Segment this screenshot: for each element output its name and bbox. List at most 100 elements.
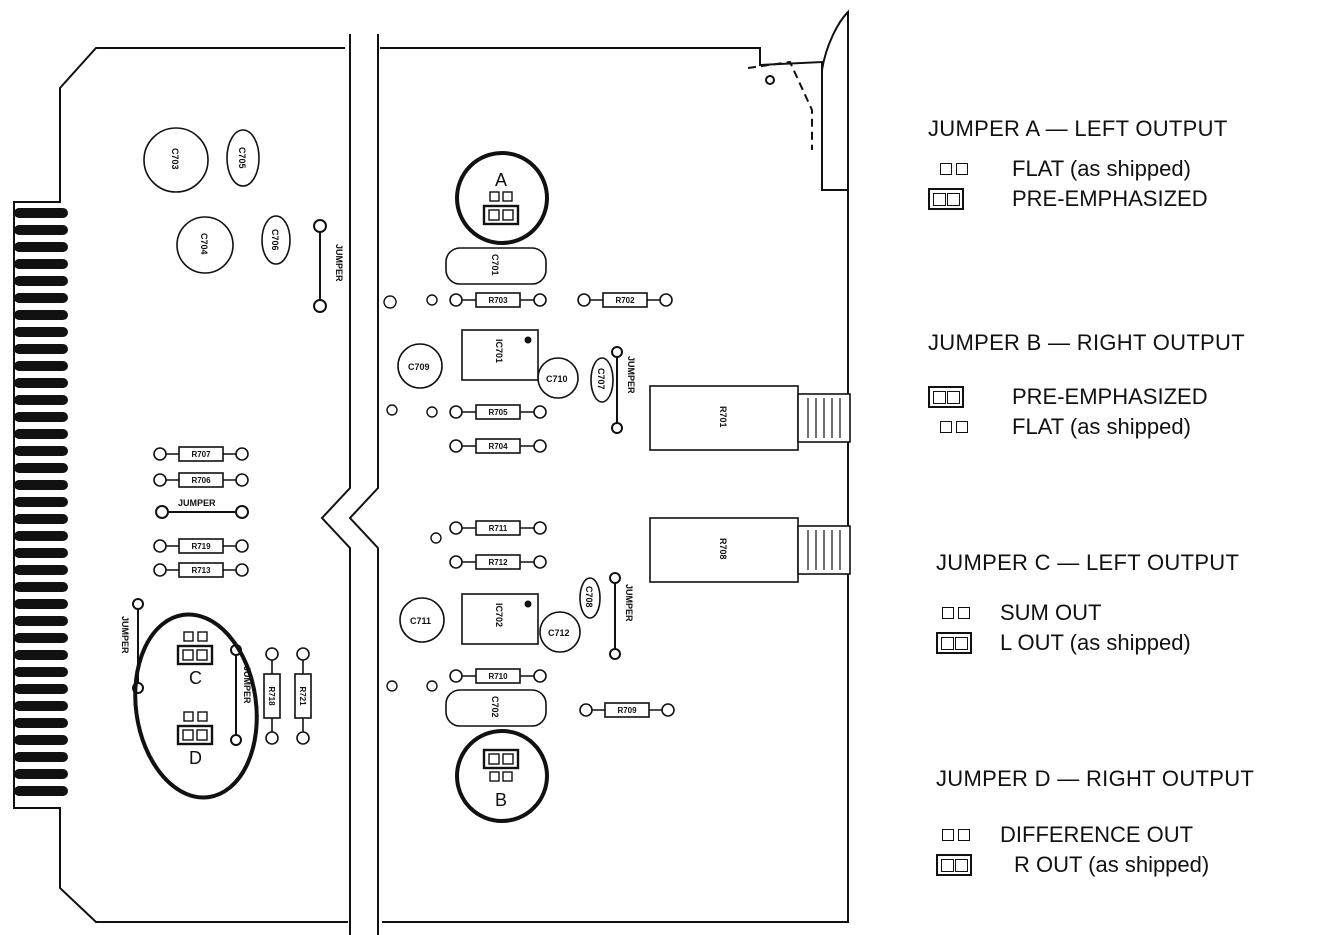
- connector-finger: [14, 242, 68, 252]
- resistor-r703: [475, 292, 521, 308]
- capacitor-c707: [590, 357, 614, 403]
- connector-finger: [14, 633, 68, 643]
- label-c702: C702: [490, 696, 500, 718]
- connector-finger: [14, 395, 68, 405]
- capacitor-c701: [445, 247, 547, 285]
- connector-finger: [14, 208, 68, 218]
- label-r703: R703: [488, 296, 508, 305]
- connector-finger: [14, 599, 68, 609]
- resistor-pad: [153, 473, 167, 487]
- resistor-r721: [294, 673, 312, 719]
- resistor-pad: [533, 669, 547, 683]
- connector-finger: [14, 616, 68, 626]
- connector-finger: [14, 701, 68, 711]
- label-r712: R712: [488, 558, 508, 567]
- resistor-pad: [235, 447, 249, 461]
- jumper-closed-symbol: [928, 386, 964, 408]
- connector-finger: [14, 735, 68, 745]
- resistor-pad: [153, 539, 167, 553]
- resistor-r719: [178, 538, 224, 554]
- legend-title: JUMPER C — LEFT OUTPUT: [936, 550, 1240, 575]
- resistor-r709: [604, 702, 650, 718]
- legend-option: FLAT (as shipped): [928, 156, 1338, 186]
- resistor-pad: [449, 521, 463, 535]
- jumper-c-legend: JUMPER C — LEFT OUTPUT SUM OUT L OUT (as…: [936, 550, 1341, 660]
- legend-title: JUMPER A — LEFT OUTPUT: [928, 116, 1228, 141]
- legend-option-label: R OUT (as shipped): [1014, 852, 1210, 877]
- legend-option-label: SUM OUT: [1000, 600, 1102, 625]
- label-r708: R708: [718, 538, 728, 560]
- resistor-pad: [235, 539, 249, 553]
- connector-finger: [14, 480, 68, 490]
- connector-finger: [14, 378, 68, 388]
- connector-finger: [14, 514, 68, 524]
- capacitor-c708: [579, 577, 601, 619]
- resistor-r705: [475, 404, 521, 420]
- connector-finger: [14, 276, 68, 286]
- resistor-r713: [178, 562, 224, 578]
- legend-option: DIFFERENCE OUT: [936, 822, 1341, 852]
- legend-option: FLAT (as shipped): [928, 414, 1338, 444]
- legend-option: R OUT (as shipped): [936, 852, 1341, 882]
- label-r705: R705: [488, 408, 508, 417]
- board-right-outline: [380, 47, 849, 923]
- label-r701: R701: [718, 406, 728, 428]
- connector-finger: [14, 650, 68, 660]
- capacitor-c711: [399, 597, 445, 643]
- resistor-r711: [475, 520, 521, 536]
- label-c712: C712: [548, 628, 570, 638]
- resistor-pad: [579, 703, 593, 717]
- label-c710: C710: [546, 374, 568, 384]
- resistor-pad: [577, 293, 591, 307]
- capacitor-c712: [539, 611, 581, 653]
- connector-finger: [14, 531, 68, 541]
- resistor-pad: [449, 555, 463, 569]
- resistor-pad: [449, 439, 463, 453]
- resistor-r710: [475, 668, 521, 684]
- capacitor-c705: [226, 129, 260, 187]
- label-c705: C705: [237, 147, 247, 169]
- capacitor-c706: [261, 215, 291, 265]
- label-jumper-1: JUMPER: [334, 244, 344, 282]
- connector-finger: [14, 361, 68, 371]
- resistor-r712: [475, 554, 521, 570]
- jumper-b-legend: JUMPER B — RIGHT OUTPUT PRE-EMPHASIZED F…: [928, 330, 1338, 444]
- legend-option-label: PRE-EMPHASIZED: [1012, 384, 1208, 409]
- jumper-a-circle: [455, 151, 549, 245]
- label-r702: R702: [615, 296, 635, 305]
- resistor-pad: [533, 555, 547, 569]
- connector-finger: [14, 752, 68, 762]
- connector-finger: [14, 344, 68, 354]
- resistor-pad: [449, 405, 463, 419]
- label-c711: C711: [410, 616, 431, 626]
- legend-option-label: FLAT (as shipped): [1012, 156, 1191, 181]
- resistor-r704: [475, 438, 521, 454]
- connector-finger: [14, 565, 68, 575]
- legend-title: JUMPER D — RIGHT OUTPUT: [936, 766, 1255, 791]
- connector-finger: [14, 718, 68, 728]
- label-r721: R721: [298, 686, 307, 706]
- legend-option-label: PRE-EMPHASIZED: [1012, 186, 1208, 211]
- resistor-pad: [265, 731, 279, 745]
- break-line-left: [320, 34, 351, 935]
- resistor-pad: [533, 439, 547, 453]
- jumper-b-letter: B: [495, 790, 507, 810]
- label-r711: R711: [489, 524, 508, 533]
- ejector-tab: [821, 9, 849, 191]
- jumper-closed-symbol: [936, 854, 972, 876]
- connector-finger: [14, 684, 68, 694]
- connector-finger: [14, 225, 68, 235]
- label-r710: R710: [488, 672, 508, 681]
- resistor-pad: [533, 521, 547, 535]
- label-c709: C709: [408, 362, 430, 372]
- legend-option: PRE-EMPHASIZED: [928, 186, 1338, 216]
- resistor-pad: [533, 293, 547, 307]
- label-c704: C704: [199, 233, 209, 255]
- jumper-open-symbol: [942, 605, 978, 621]
- label-jumper-4: JUMPER: [624, 584, 634, 622]
- resistor-pad: [449, 669, 463, 683]
- legend-option: L OUT (as shipped): [936, 630, 1341, 660]
- jumper-b-circle: [455, 729, 549, 823]
- connector-finger: [14, 582, 68, 592]
- edge-connector: [14, 208, 68, 796]
